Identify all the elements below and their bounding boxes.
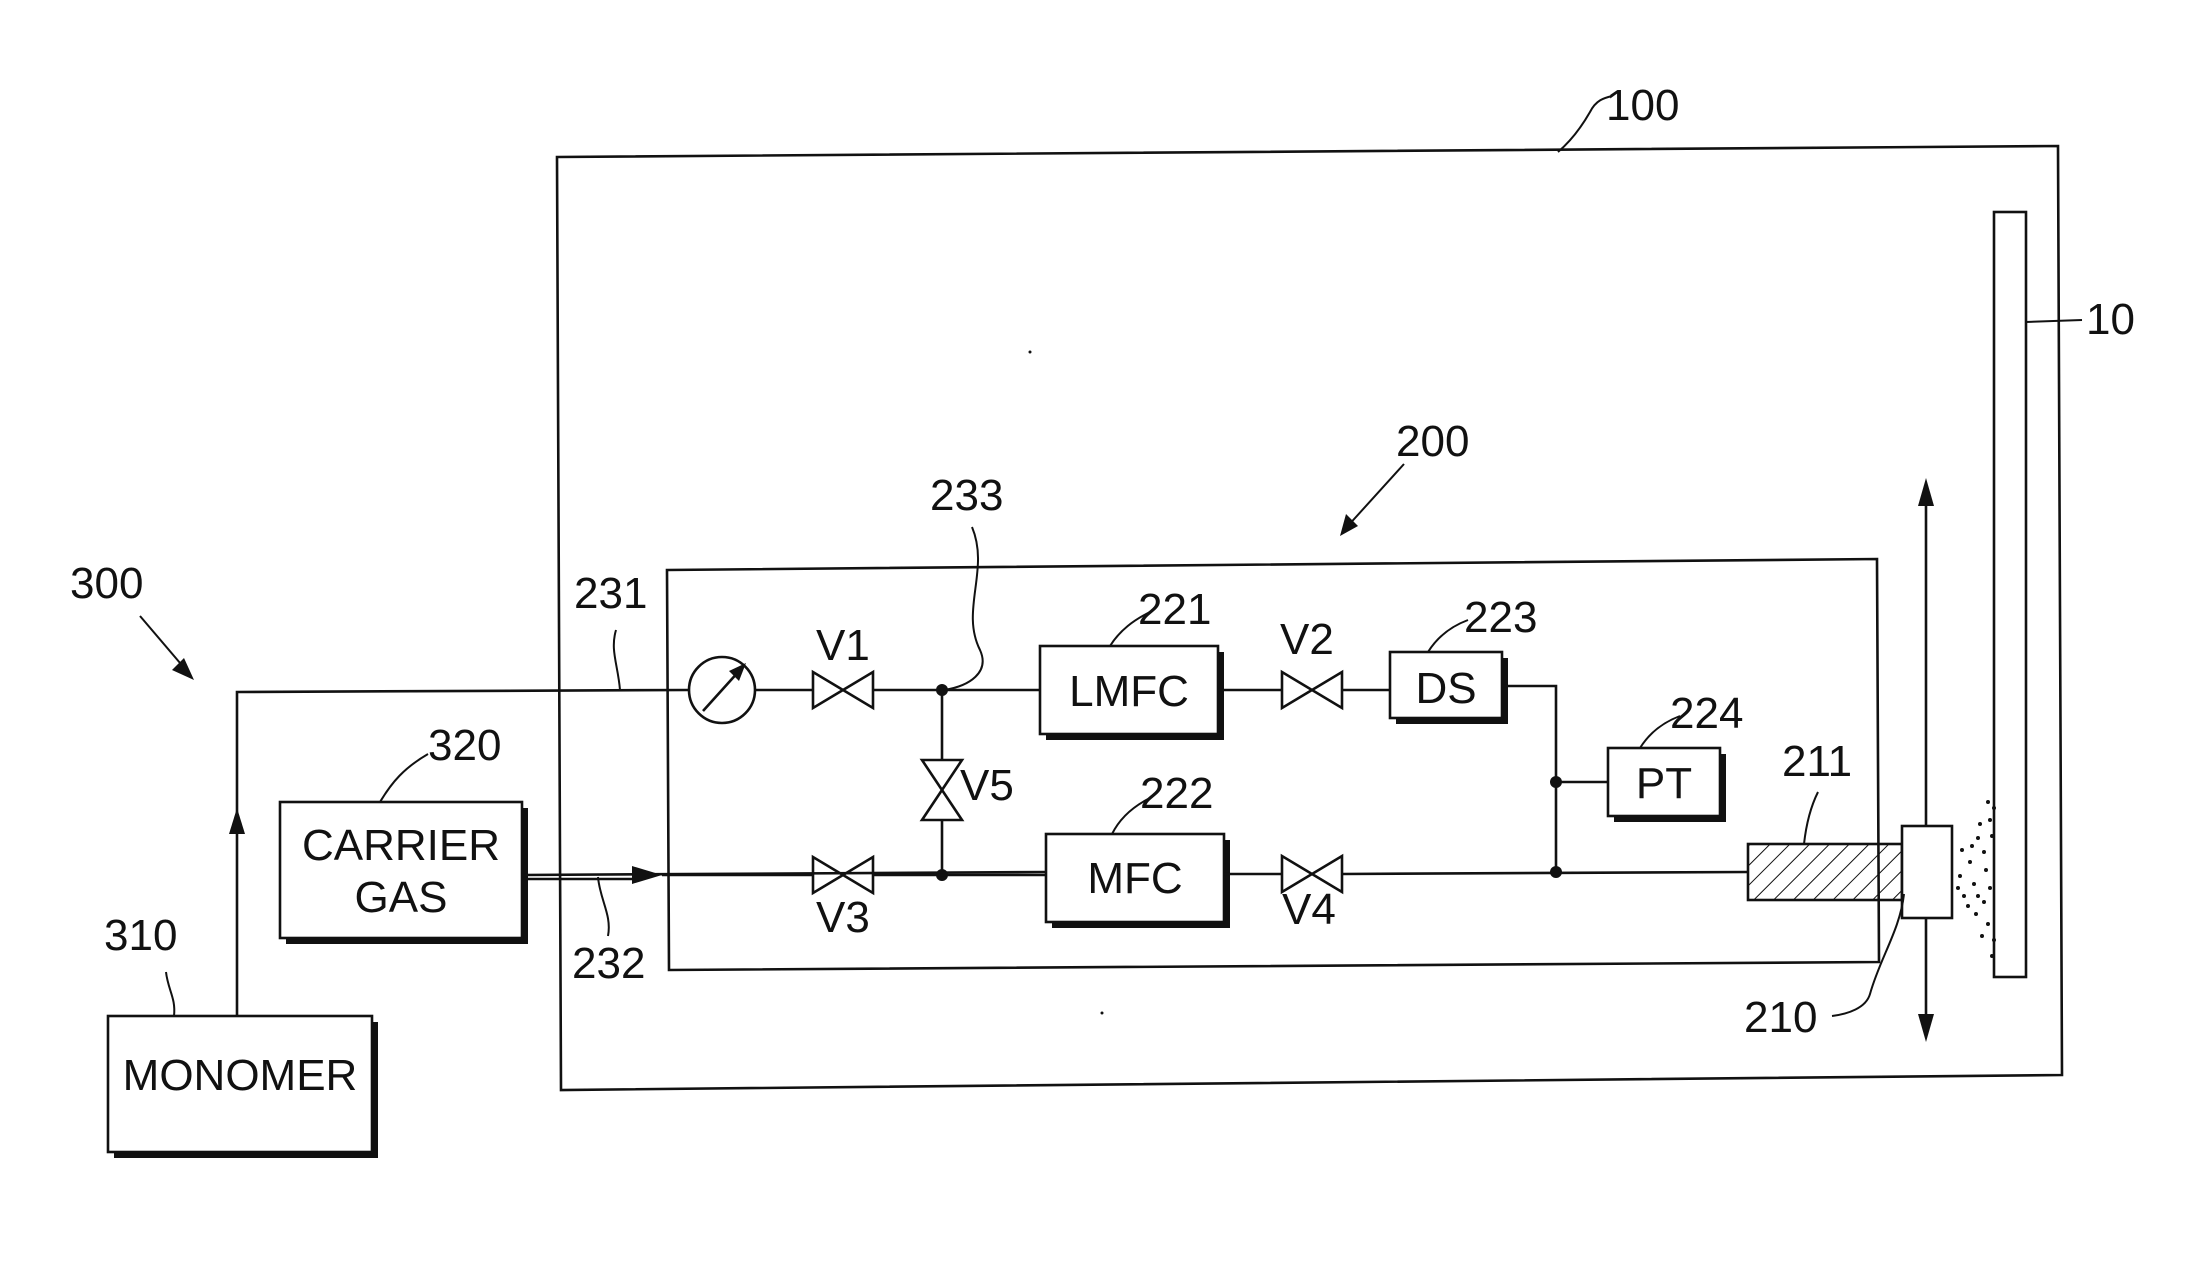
valve-label-v2: V2 <box>1280 615 1334 664</box>
leader-223 <box>1428 620 1468 652</box>
valve-label-v1: V1 <box>816 621 870 670</box>
ref-233: 233 <box>930 471 1003 520</box>
leader-100 <box>1558 96 1612 152</box>
ds-box: DS <box>1390 652 1508 724</box>
speck <box>1029 351 1032 354</box>
arrow-up-monomer <box>229 808 245 834</box>
pt-box: PT <box>1608 748 1726 822</box>
nozzle-210 <box>1902 826 1952 918</box>
pt-label: PT <box>1636 759 1692 808</box>
leader-320 <box>380 754 428 802</box>
ref-10: 10 <box>2086 295 2135 344</box>
leader-211 <box>1804 792 1818 844</box>
pointer-200 <box>1346 464 1404 528</box>
ref-232: 232 <box>572 939 645 988</box>
valve-label-v5: V5 <box>960 761 1014 810</box>
leader-210 <box>1832 894 1904 1016</box>
leader-10 <box>2026 320 2082 322</box>
mfc-box: MFC <box>1046 834 1230 928</box>
ref-222: 222 <box>1140 769 1213 818</box>
lmfc-box: LMFC <box>1040 646 1224 740</box>
carrier-gas-label-line1: CARRIER <box>302 821 500 870</box>
speck <box>1101 1012 1104 1015</box>
ref-211: 211 <box>1782 737 1852 786</box>
leader-310 <box>166 972 174 1016</box>
monomer-label: MONOMER <box>123 1051 358 1100</box>
ref-224: 224 <box>1670 689 1743 738</box>
ref-200: 200 <box>1396 417 1469 466</box>
ref-300: 300 <box>70 559 143 608</box>
ref-100: 100 <box>1606 81 1679 130</box>
pressure-gauge <box>689 657 755 723</box>
ds-label: DS <box>1415 664 1476 713</box>
ref-231: 231 <box>574 569 647 618</box>
substrate-10 <box>1994 212 2026 977</box>
valve-v1 <box>813 672 873 708</box>
heater-211 <box>1748 844 1902 900</box>
arrow-right-carrier <box>632 866 662 884</box>
carrier-gas-label-line2: GAS <box>355 873 448 922</box>
valve-label-v4: V4 <box>1282 885 1336 934</box>
pointer-300 <box>140 616 186 670</box>
ref-320: 320 <box>428 721 501 770</box>
valve-v2 <box>1282 672 1342 708</box>
valve-label-v3: V3 <box>816 893 870 942</box>
leader-231 <box>614 630 620 690</box>
carrier-gas-box: CARRIER GAS <box>280 802 528 944</box>
ref-223: 223 <box>1464 593 1537 642</box>
junction-nozzle <box>1550 866 1562 878</box>
leader-233 <box>944 527 983 690</box>
ref-210: 210 <box>1744 993 1817 1042</box>
ref-221: 221 <box>1138 585 1211 634</box>
spray-pattern <box>1956 800 1996 958</box>
mfc-label: MFC <box>1087 854 1182 903</box>
valve-v5 <box>922 760 962 820</box>
valve-v3 <box>813 857 873 893</box>
lmfc-label: LMFC <box>1069 667 1189 716</box>
leader-232 <box>598 877 609 936</box>
ref-310: 310 <box>104 911 177 960</box>
monomer-box: MONOMER <box>108 1016 378 1158</box>
